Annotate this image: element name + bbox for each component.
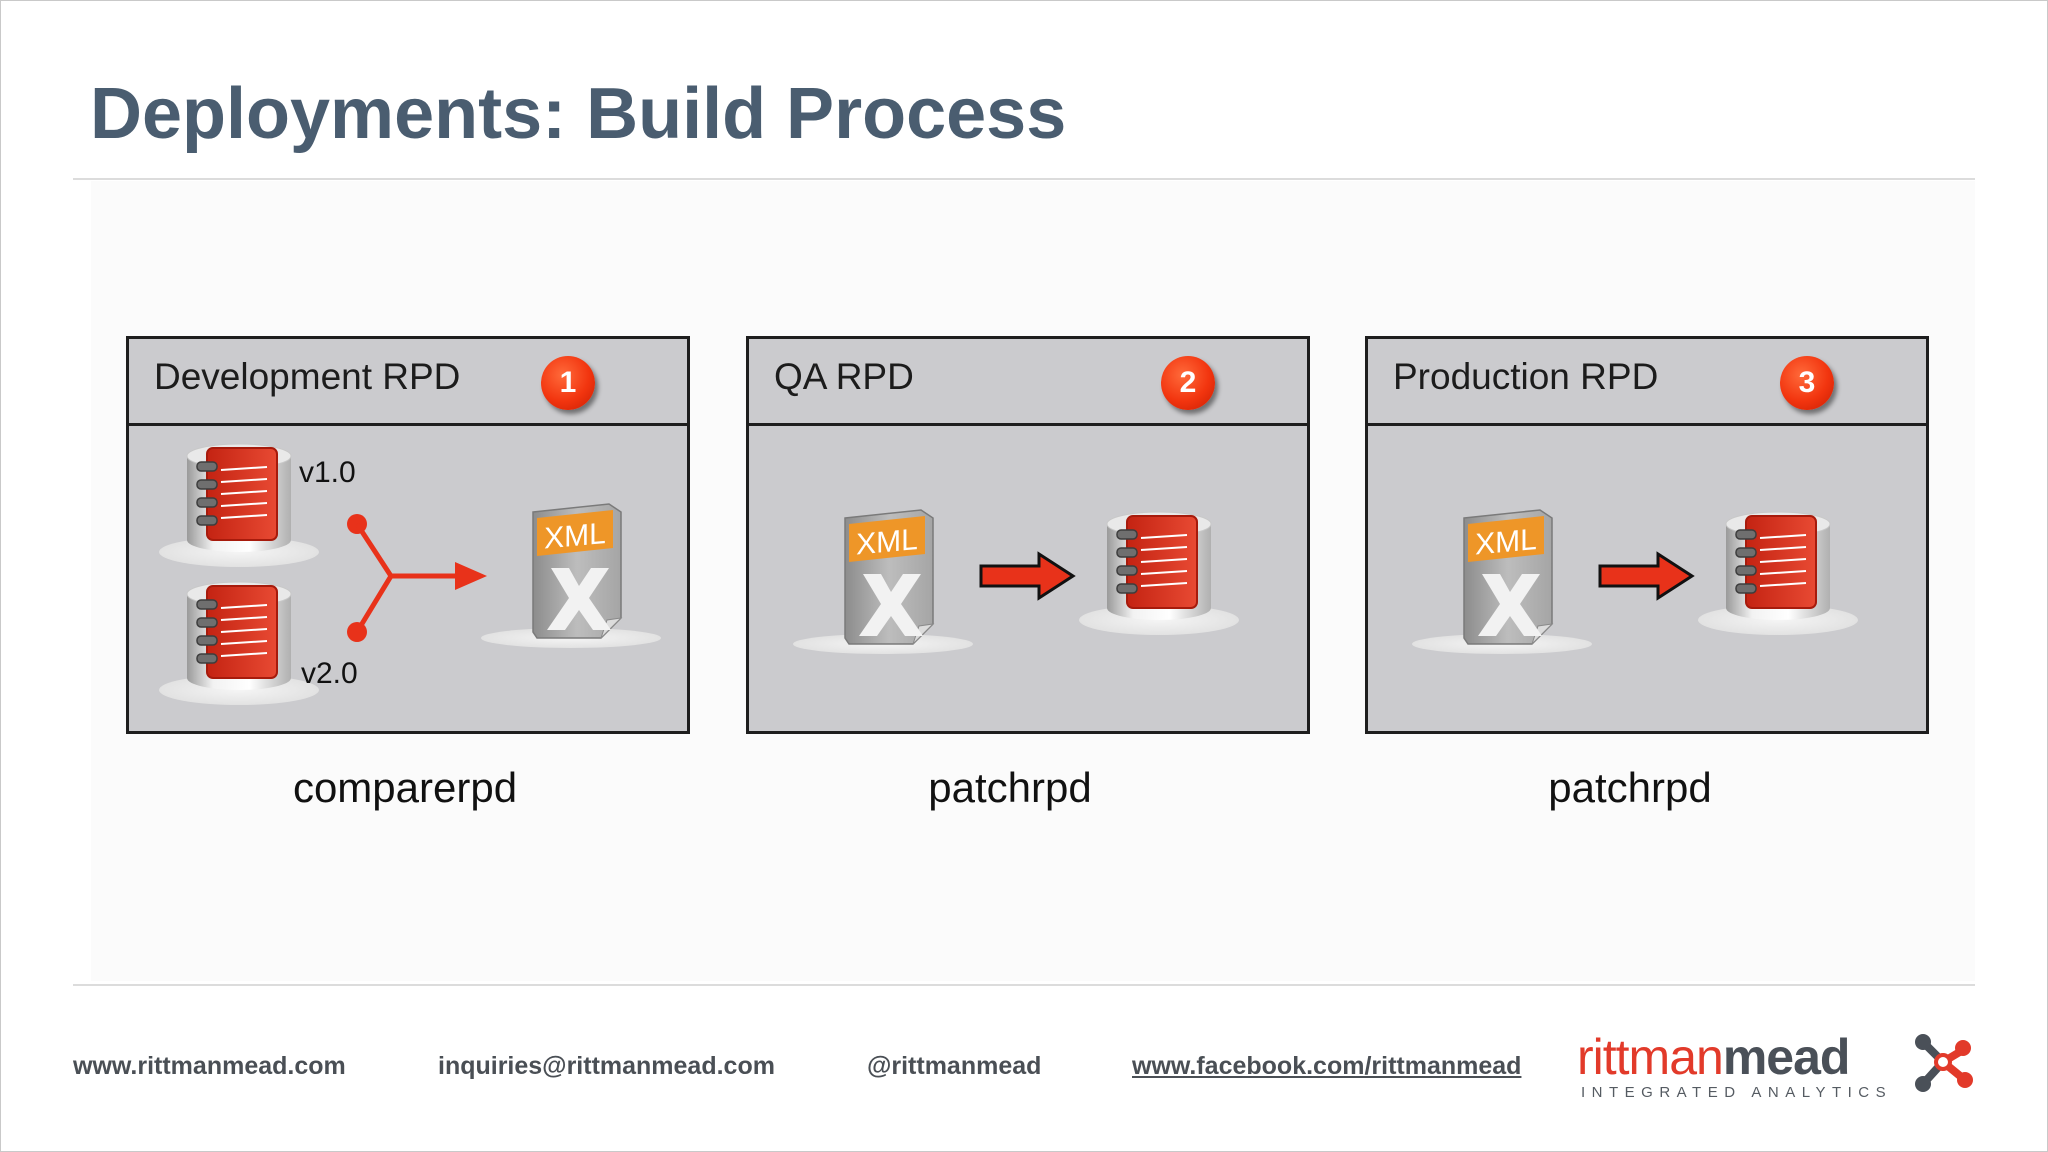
rittmanmead-logo-mark [1915, 1034, 1973, 1092]
footer-divider [73, 984, 1975, 986]
logo-word-light: rittman [1577, 1029, 1724, 1085]
logo-word-bold: mead [1722, 1029, 1851, 1085]
version-label: v2.0 [301, 657, 358, 690]
rpd-repository-icon [1078, 511, 1240, 636]
title-divider [73, 178, 1975, 180]
panel-header: Development RPD 1 [129, 339, 687, 426]
comparerpd-diagram [158, 443, 662, 706]
footer-facebook-link[interactable]: www.facebook.com/rittmanmead [1132, 1052, 1522, 1080]
panel-caption: comparerpd [292, 764, 518, 811]
panel-caption: patchrpd [928, 764, 1092, 811]
footer-twitter-link[interactable]: @rittmanmead [867, 1052, 1042, 1080]
logo-wordmark: rittmanmead [1577, 1028, 1851, 1086]
panel-development-rpd: Development RPD 1 v1.0 v2.0 [126, 336, 690, 734]
footer-website-link[interactable]: www.rittmanmead.com [73, 1052, 346, 1080]
xml-file-icon [1411, 509, 1593, 655]
arrow-right-icon [979, 552, 1075, 600]
rpd-repository-icon [1697, 511, 1859, 636]
logo-tagline: INTEGRATED ANALYTICS [1581, 1084, 1893, 1101]
step-badge: 2 [1161, 356, 1215, 410]
panel-title: QA RPD [774, 356, 914, 397]
version-label: v1.0 [299, 456, 356, 489]
panel-body [749, 426, 1307, 731]
rpd-repository-icon [158, 443, 320, 568]
page-title: Deployments: Build Process [90, 74, 1067, 154]
step-badge: 1 [541, 356, 595, 410]
footer-email-link[interactable]: inquiries@rittmanmead.com [438, 1052, 775, 1080]
panel-caption: patchrpd [1548, 764, 1712, 811]
panel-header: Production RPD 3 [1368, 339, 1926, 426]
xml-file-icon [480, 503, 662, 649]
patchrpd-diagram [1411, 509, 1859, 655]
panel-qa-rpd: QA RPD 2 [746, 336, 1310, 734]
xml-file-icon [792, 509, 974, 655]
panel-title: Development RPD [154, 356, 461, 397]
panel-body: v1.0 v2.0 [129, 426, 687, 731]
arrow-right-icon [1598, 552, 1694, 600]
panel-header: QA RPD 2 [749, 339, 1307, 426]
merge-arrow-icon [347, 514, 487, 642]
rpd-repository-icon [158, 581, 320, 706]
rittmanmead-logo: rittmanmead INTEGRATED ANALYTICS [1577, 1028, 1977, 1108]
panel-body [1368, 426, 1926, 731]
patchrpd-diagram [792, 509, 1240, 655]
panel-production-rpd: Production RPD 3 [1365, 336, 1929, 734]
step-badge: 3 [1780, 356, 1834, 410]
panel-title: Production RPD [1393, 356, 1659, 397]
